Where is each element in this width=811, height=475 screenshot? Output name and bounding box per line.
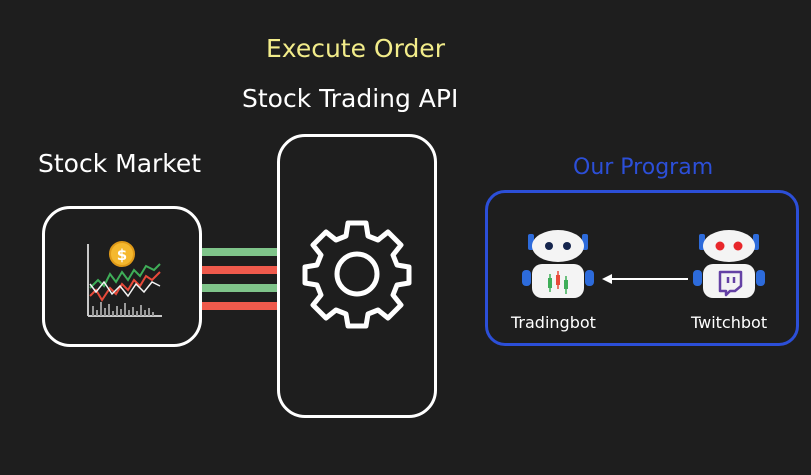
connection-lines bbox=[202, 248, 278, 310]
our-program-title: Our Program bbox=[573, 155, 714, 180]
connection-line-red bbox=[202, 266, 278, 274]
connection-line-red bbox=[202, 302, 278, 310]
stock-trading-api-box bbox=[277, 134, 437, 418]
arrow-left-icon bbox=[602, 274, 688, 284]
our-program-box bbox=[485, 190, 799, 346]
robot-twitch-icon bbox=[693, 230, 765, 298]
robot-candlestick-icon bbox=[522, 230, 594, 298]
twitchbot-label: Twitchbot bbox=[691, 313, 768, 332]
svg-text:$: $ bbox=[117, 246, 127, 264]
gear-icon bbox=[302, 220, 412, 329]
connection-line-green bbox=[202, 284, 278, 292]
connection-line-green bbox=[202, 248, 278, 256]
stock-market-box: $ bbox=[42, 206, 202, 347]
stock-market-title: Stock Market bbox=[38, 149, 202, 178]
tradingbot-label: Tradingbot bbox=[511, 313, 596, 332]
stock-trading-api-title: Stock Trading API bbox=[242, 84, 459, 113]
stock-chart-coin-icon: $ bbox=[87, 241, 162, 317]
execute-order-label: Execute Order bbox=[266, 34, 445, 63]
